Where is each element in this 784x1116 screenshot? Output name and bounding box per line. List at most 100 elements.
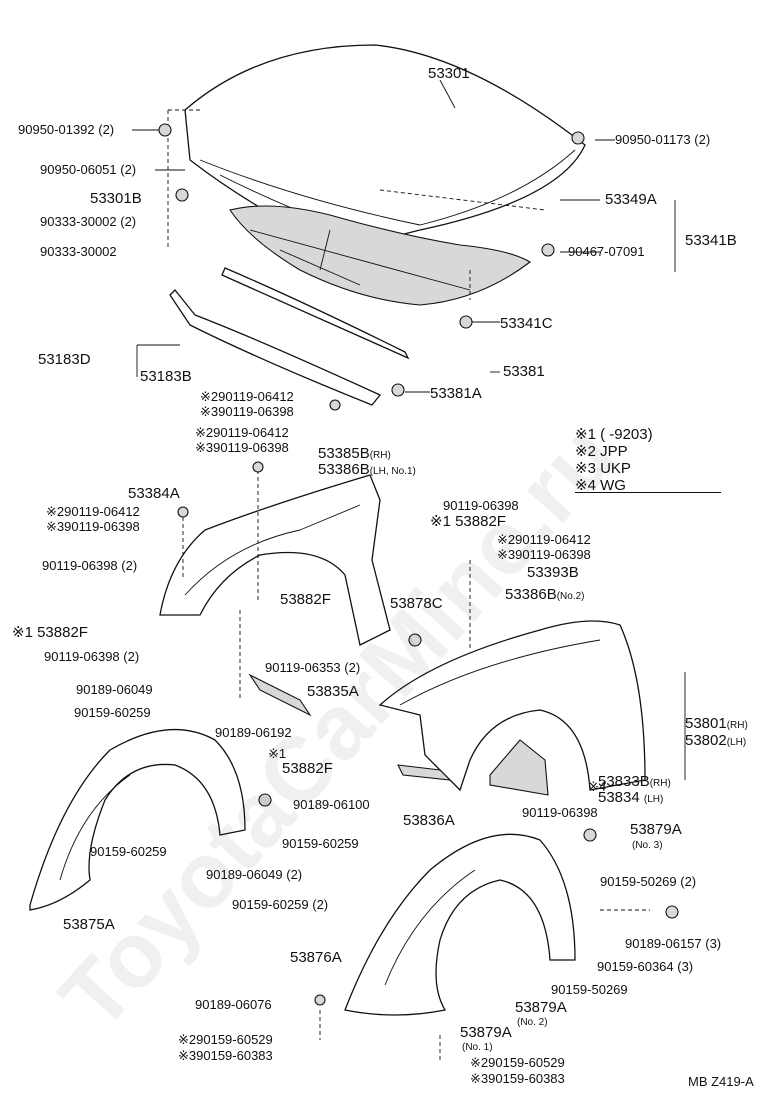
- part-label: ※290119-06412: [195, 425, 289, 440]
- part-label: 53875A: [63, 916, 115, 933]
- part-label: 90159-60364 (3): [597, 959, 694, 974]
- part-label: ※390159-60383: [178, 1048, 273, 1063]
- part-label: 53879A: [630, 821, 682, 838]
- part-label: 90950-06051 (2): [40, 162, 137, 177]
- bolt-90119-c: [177, 506, 189, 518]
- part-label: 90119-06398 (2): [44, 649, 140, 664]
- part-label: 90333-30002 (2): [40, 214, 137, 229]
- diagram-code: MB Z419-A: [688, 1074, 754, 1089]
- legend: ※1 ( -9203) ※2 JPP ※3 UKP ※4 WG: [575, 426, 653, 494]
- part-label: ※4: [588, 779, 607, 794]
- clip-53878c: [408, 633, 422, 647]
- part-label: 53301B: [90, 190, 142, 207]
- part-label: 90189-06192: [215, 725, 292, 740]
- legend-row: ※4 WG: [575, 477, 626, 494]
- right-fender: [378, 620, 646, 792]
- hood-seal-lower: [169, 289, 382, 406]
- part-label: 53835A: [307, 683, 359, 700]
- bolt-90119: [329, 399, 341, 411]
- part-label: 90950-01392 (2): [18, 122, 115, 137]
- part-label: 90159-60259: [90, 844, 167, 859]
- part-label: 90189-06049 (2): [206, 867, 303, 882]
- legend-row: ※3 UKP: [575, 460, 631, 477]
- part-label: 53882F: [280, 591, 331, 608]
- part-label: ※1 53882F: [12, 624, 88, 641]
- part-label: 90189-06100: [293, 797, 370, 812]
- clip-90950-01173: [571, 131, 585, 145]
- part-label: 90189-06157 (3): [625, 936, 722, 951]
- clip-90189-06157: [665, 905, 679, 919]
- legend-row: ※2 JPP: [575, 443, 628, 460]
- clip-90950-01392: [158, 123, 172, 137]
- clip-53301b: [175, 188, 189, 202]
- part-label: 53381A: [430, 385, 482, 402]
- part-label: 90159-50269: [551, 982, 628, 997]
- part-label: 53301: [428, 65, 470, 82]
- part-label: 53385B(RH): [318, 445, 391, 462]
- part-label: 53878C: [390, 595, 443, 612]
- part-label: 90119-06353 (2): [265, 660, 361, 675]
- part-label: 90159-50269 (2): [600, 874, 697, 889]
- part-label: 53341C: [500, 315, 553, 332]
- legend-row: ※1 ( -9203): [575, 426, 653, 443]
- part-label: 53882F: [282, 760, 333, 777]
- part-label: 53386B(LH, No.1): [318, 461, 416, 478]
- part-label: ※1 53882F: [430, 513, 506, 530]
- left-fender: [159, 474, 391, 646]
- part-label: ※390119-06398: [195, 440, 289, 455]
- part-label: 53802(LH): [685, 732, 747, 749]
- part-label: ※290159-60529: [178, 1032, 273, 1047]
- clip-90189-06076: [314, 994, 326, 1006]
- legend-underline: [575, 492, 721, 493]
- part-label: 90189-06076: [195, 997, 272, 1012]
- part-label: (No. 2): [517, 1017, 548, 1028]
- part-label: 90333-30002: [40, 244, 117, 259]
- part-label: 53801(RH): [685, 715, 748, 732]
- part-label: ※1: [268, 746, 287, 761]
- part-label: 53393B: [527, 564, 579, 581]
- clip-90189-06100: [258, 793, 272, 807]
- left-fender-liner: [29, 729, 246, 911]
- part-label: 53833B(RH): [598, 773, 671, 790]
- part-label: 53381: [503, 363, 545, 380]
- part-label: 53349A: [605, 191, 657, 208]
- bracket-53833b: [489, 739, 549, 796]
- part-label: 90189-06049: [76, 682, 153, 697]
- right-fender-liner: [344, 833, 576, 1016]
- part-label: 90159-60259: [74, 705, 151, 720]
- clip-53381a: [391, 383, 405, 397]
- clip-53341c: [459, 315, 473, 329]
- part-label: ※390119-06398: [46, 519, 140, 534]
- bolt-90119-b: [252, 461, 264, 473]
- part-label: ※390159-60383: [470, 1071, 565, 1086]
- hood-seal: [221, 267, 410, 360]
- part-label: ※290119-06412: [200, 389, 294, 404]
- clip-90467-07091: [541, 243, 555, 257]
- clip-53879a: [583, 828, 597, 842]
- part-label: (No. 1): [462, 1042, 493, 1053]
- part-label: ※390119-06398: [200, 404, 294, 419]
- part-label: 90467-07091: [568, 244, 645, 259]
- part-label: 90119-06398: [522, 805, 598, 820]
- part-label: 53341B: [685, 232, 737, 249]
- part-label: 53879A: [515, 999, 567, 1016]
- part-label: 53834 (LH): [598, 789, 664, 806]
- part-label: 53384A: [128, 485, 180, 502]
- part-label: ※290159-60529: [470, 1055, 565, 1070]
- part-label: 53836A: [403, 812, 455, 829]
- part-label: ※290119-06412: [497, 532, 591, 547]
- part-label: 53876A: [290, 949, 342, 966]
- part-label: (No. 3): [632, 840, 663, 851]
- part-label: ※290119-06412: [46, 504, 140, 519]
- bracket-53835a: [248, 673, 312, 717]
- part-label: 90159-60259 (2): [232, 897, 329, 912]
- part-label: 90950-01173 (2): [615, 132, 711, 147]
- part-label: 90119-06398 (2): [42, 558, 138, 573]
- part-label: ※390119-06398: [497, 547, 591, 562]
- part-label: 53386B(No.2): [505, 586, 585, 603]
- part-label: 53879A: [460, 1024, 512, 1041]
- part-label: 53183B: [140, 368, 192, 385]
- part-label: 90119-06398: [443, 498, 519, 513]
- bracket-53836a: [397, 764, 452, 781]
